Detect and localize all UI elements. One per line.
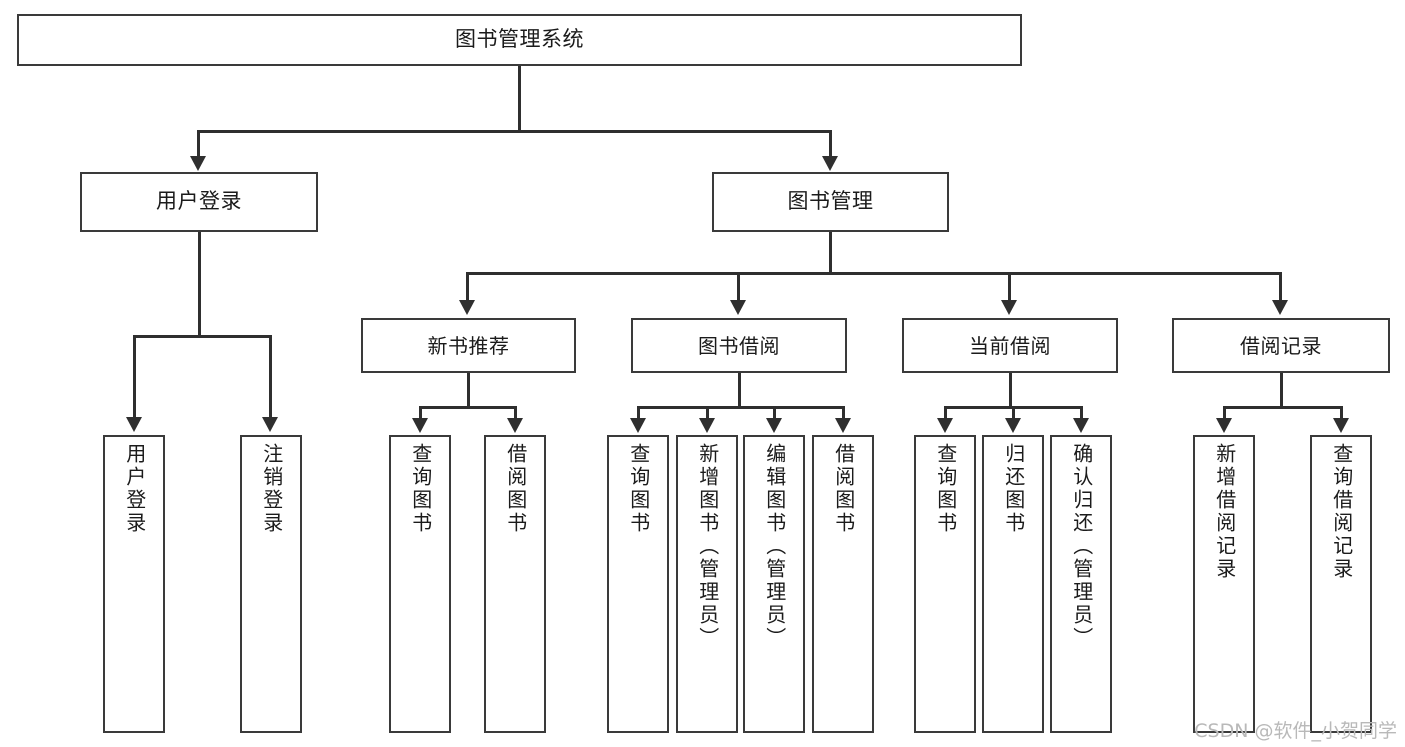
- connector-book-borrow-to-leaf-4: [842, 406, 845, 420]
- node-root-book-management-system[interactable]: 图书管理系统: [17, 14, 1022, 66]
- node-leaf-edit-book-admin[interactable]: 编辑图书（管理员）: [743, 435, 805, 733]
- connector-current-borrow-trunk: [1009, 373, 1012, 408]
- connector-new-book-rec-trunk: [467, 373, 470, 408]
- node-book-borrowing[interactable]: 图书借阅: [631, 318, 847, 373]
- connector-borrow-record-bar: [1223, 406, 1343, 409]
- node-leaf-borrow-book-recommendation[interactable]: 借阅图书: [484, 435, 546, 733]
- node-leaf-borrow-book-borrowing[interactable]: 借阅图书: [812, 435, 874, 733]
- node-borrowing-record[interactable]: 借阅记录: [1172, 318, 1390, 373]
- connector-root-trunk: [518, 66, 521, 132]
- arrowhead-current-borrow-to-leaf-2: [1005, 418, 1021, 433]
- connector-new-book-rec-to-leaf-2: [514, 406, 517, 420]
- arrowhead-book-borrow-to-leaf-4: [835, 418, 851, 433]
- node-label: 用户登录: [122, 443, 147, 535]
- node-label: 新增图书（管理员）: [695, 443, 720, 650]
- connector-new-book-rec-to-leaf-1: [419, 406, 422, 420]
- node-label: 当前借阅: [969, 333, 1051, 358]
- connector-book-borrow-trunk: [738, 373, 741, 408]
- node-label: 查询借阅记录: [1329, 443, 1354, 581]
- node-user-login[interactable]: 用户登录: [80, 172, 318, 232]
- arrowhead-book-manage-to-lvl3-1: [459, 300, 475, 315]
- node-label: 查询图书: [626, 443, 651, 535]
- arrowhead-book-borrow-to-leaf-1: [630, 418, 646, 433]
- node-label: 图书管理: [787, 189, 874, 214]
- connector-new-book-rec-bar: [419, 406, 516, 409]
- connector-book-borrow-bar: [637, 406, 845, 409]
- arrowhead-user-login-to-leaf-1: [126, 417, 142, 432]
- connector-user-login-to-leaf-2: [269, 335, 272, 419]
- connector-book-manage-trunk: [829, 232, 832, 274]
- connector-current-borrow-to-leaf-3: [1080, 406, 1083, 420]
- arrowhead-current-borrow-to-leaf-3: [1073, 418, 1089, 433]
- arrowhead-root-to-book-manage: [822, 156, 838, 171]
- node-label: 借阅图书: [503, 443, 528, 535]
- connector-book-manage-to-lvl3-3: [1008, 272, 1011, 302]
- arrowhead-borrow-record-to-leaf-1: [1216, 418, 1232, 433]
- node-leaf-confirm-return-admin[interactable]: 确认归还（管理员）: [1050, 435, 1112, 733]
- node-label: 新书推荐: [427, 333, 510, 358]
- arrowhead-current-borrow-to-leaf-1: [937, 418, 953, 433]
- arrowhead-new-book-rec-to-leaf-1: [412, 418, 428, 433]
- node-leaf-user-logout[interactable]: 注销登录: [240, 435, 302, 733]
- connector-book-manage-to-lvl3-2: [737, 272, 740, 302]
- node-label: 图书管理系统: [455, 27, 584, 52]
- connector-book-manage-bar: [466, 272, 1282, 275]
- node-leaf-query-book-current[interactable]: 查询图书: [914, 435, 976, 733]
- connector-borrow-record-to-leaf-1: [1223, 406, 1226, 420]
- arrowhead-book-manage-to-lvl3-3: [1001, 300, 1017, 315]
- arrowhead-user-login-to-leaf-2: [262, 417, 278, 432]
- connector-user-login-bar: [133, 335, 272, 338]
- node-leaf-query-book-recommendation[interactable]: 查询图书: [389, 435, 451, 733]
- connector-borrow-record-to-leaf-2: [1340, 406, 1343, 420]
- connector-book-manage-to-lvl3-1: [466, 272, 469, 302]
- connector-book-borrow-to-leaf-2: [706, 406, 709, 420]
- node-leaf-query-borrow-record[interactable]: 查询借阅记录: [1310, 435, 1372, 733]
- connector-user-login-trunk: [198, 232, 201, 337]
- node-leaf-return-book[interactable]: 归还图书: [982, 435, 1044, 733]
- connector-root-to-book-manage: [829, 130, 832, 158]
- node-label: 确认归还（管理员）: [1069, 443, 1094, 650]
- node-label: 新增借阅记录: [1212, 443, 1237, 581]
- arrowhead-book-manage-to-lvl3-4: [1272, 300, 1288, 315]
- arrowhead-borrow-record-to-leaf-2: [1333, 418, 1349, 433]
- node-leaf-add-book-admin[interactable]: 新增图书（管理员）: [676, 435, 738, 733]
- connector-book-borrow-to-leaf-1: [637, 406, 640, 420]
- node-leaf-query-book-borrowing[interactable]: 查询图书: [607, 435, 669, 733]
- node-label: 图书借阅: [698, 333, 780, 358]
- node-current-borrowing[interactable]: 当前借阅: [902, 318, 1118, 373]
- node-leaf-add-borrow-record[interactable]: 新增借阅记录: [1193, 435, 1255, 733]
- arrowhead-new-book-rec-to-leaf-2: [507, 418, 523, 433]
- node-leaf-user-login[interactable]: 用户登录: [103, 435, 165, 733]
- connector-root-to-user-login: [197, 130, 200, 158]
- node-book-management[interactable]: 图书管理: [712, 172, 949, 232]
- connector-root-bar: [197, 130, 832, 133]
- connector-current-borrow-to-leaf-1: [944, 406, 947, 420]
- connector-book-borrow-to-leaf-3: [773, 406, 776, 420]
- arrowhead-root-to-user-login: [190, 156, 206, 171]
- node-label: 借阅记录: [1240, 333, 1322, 358]
- node-label: 用户登录: [156, 189, 242, 214]
- connector-current-borrow-to-leaf-2: [1012, 406, 1015, 420]
- arrowhead-book-borrow-to-leaf-3: [766, 418, 782, 433]
- connector-user-login-to-leaf-1: [133, 335, 136, 419]
- node-new-book-recommendation[interactable]: 新书推荐: [361, 318, 576, 373]
- arrowhead-book-manage-to-lvl3-2: [730, 300, 746, 315]
- node-label: 查询图书: [408, 443, 433, 535]
- node-label: 编辑图书（管理员）: [762, 443, 787, 650]
- node-label: 借阅图书: [831, 443, 856, 535]
- node-label: 归还图书: [1001, 443, 1026, 535]
- connector-borrow-record-trunk: [1280, 373, 1283, 408]
- node-label: 查询图书: [933, 443, 958, 535]
- node-label: 注销登录: [259, 443, 284, 535]
- arrowhead-book-borrow-to-leaf-2: [699, 418, 715, 433]
- connector-book-manage-to-lvl3-4: [1279, 272, 1282, 302]
